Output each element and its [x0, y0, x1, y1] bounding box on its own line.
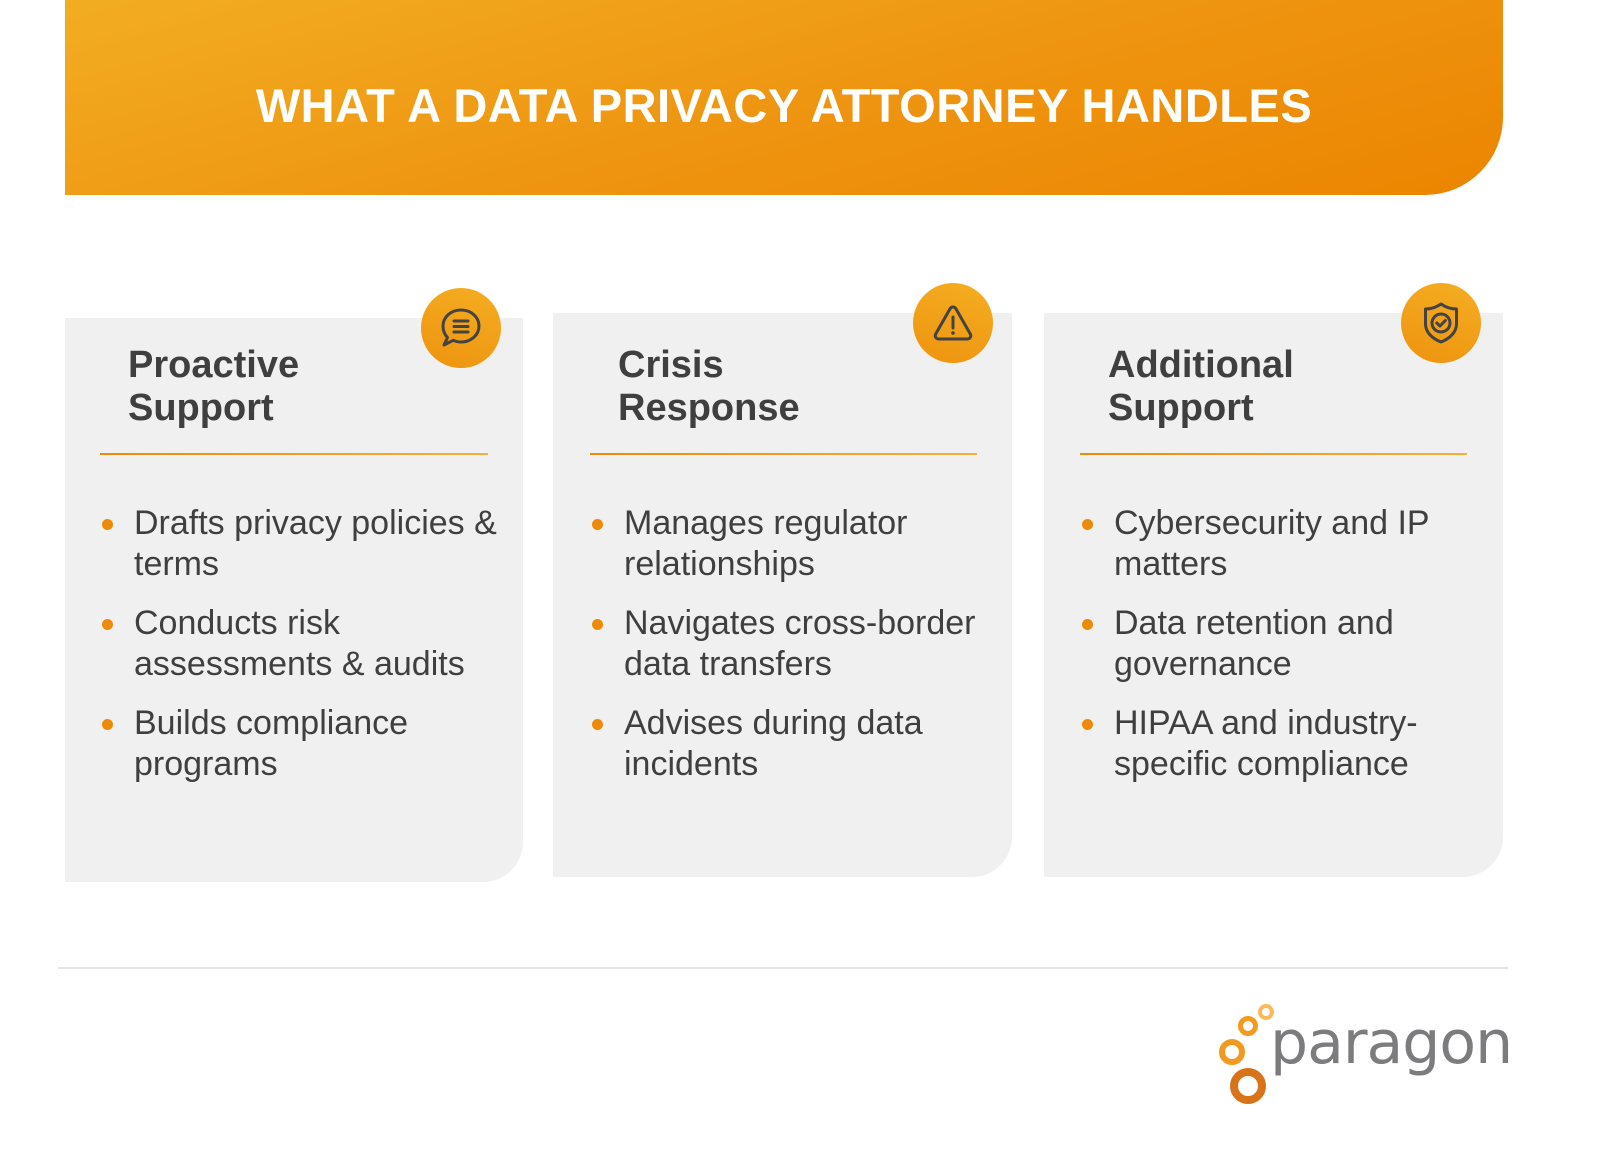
bullet-icon — [592, 519, 603, 530]
card-crisis-response: Crisis Response Manages regulator relati… — [553, 283, 1012, 877]
bullet-icon — [1082, 619, 1093, 630]
list-item: HIPAA and industry-specific compliance — [1080, 703, 1470, 785]
card-list: Cybersecurity and IP matters Data retent… — [1080, 503, 1470, 803]
logo-circles-icon — [1219, 1004, 1274, 1104]
card-title: Proactive Support — [128, 344, 300, 429]
card-title: Crisis Response — [618, 344, 800, 429]
paragon-logo[interactable]: paragon — [1218, 1000, 1513, 1110]
shield-check-icon — [1424, 302, 1458, 344]
list-item: Builds compliance programs — [100, 703, 500, 785]
icon-badge — [421, 288, 501, 368]
title-divider — [100, 453, 488, 455]
card-proactive-support: Proactive Support Drafts privacy policie… — [65, 288, 523, 882]
icon-badge — [1401, 283, 1481, 363]
card-additional-support: Additional Support Cybersecurity and IP … — [1044, 283, 1503, 877]
header-banner: WHAT A DATA PRIVACY ATTORNEY HANDLES — [65, 0, 1503, 195]
icon-badge — [913, 283, 993, 363]
title-divider — [1080, 453, 1467, 455]
list-item: Data retention and governance — [1080, 603, 1470, 685]
card-list: Drafts privacy policies & terms Conducts… — [100, 503, 500, 803]
bullet-icon — [102, 719, 113, 730]
list-item: Drafts privacy policies & terms — [100, 503, 500, 585]
list-item: Navigates cross-border data transfers — [590, 603, 980, 685]
list-item: Manages regulator relationships — [590, 503, 980, 585]
bullet-icon — [102, 519, 113, 530]
bullet-icon — [1082, 519, 1093, 530]
list-item: Cybersecurity and IP matters — [1080, 503, 1470, 585]
bullet-icon — [592, 719, 603, 730]
list-item: Advises during data incidents — [590, 703, 980, 785]
bullet-icon — [1082, 719, 1093, 730]
warning-triangle-icon — [933, 305, 973, 341]
card-list: Manages regulator relationships Navigate… — [590, 503, 980, 803]
speech-bubble-icon — [441, 308, 481, 347]
page-title: WHAT A DATA PRIVACY ATTORNEY HANDLES — [255, 79, 1313, 132]
logo-wordmark: paragon — [1270, 1008, 1513, 1078]
bullet-icon — [592, 619, 603, 630]
list-item: Conducts risk assessments & audits — [100, 603, 500, 685]
bullet-icon — [102, 619, 113, 630]
footer-divider — [58, 967, 1508, 969]
title-divider — [590, 453, 977, 455]
card-title: Additional Support — [1108, 344, 1294, 429]
